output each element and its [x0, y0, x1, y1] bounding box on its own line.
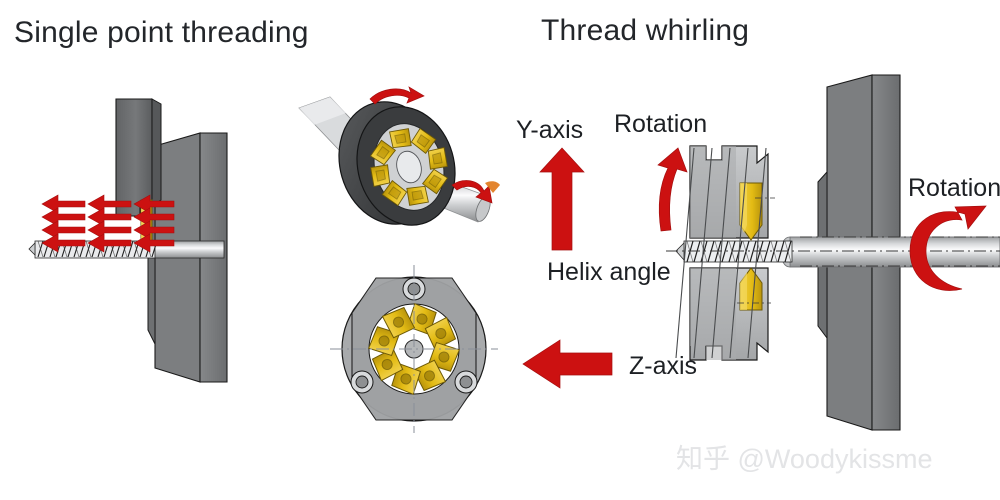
- pass-arrow-row: [133, 194, 175, 253]
- workpiece-shaft-right: [780, 236, 1000, 268]
- z-axis-arrow: [522, 339, 613, 389]
- pass-arrows-group: [41, 194, 175, 253]
- cutting-insert-section-lower: [737, 267, 771, 311]
- helix-angle-lines: [675, 147, 767, 359]
- label-helix-angle: Helix angle: [547, 258, 671, 286]
- watermark: 知乎 @Woodykissme: [676, 444, 933, 474]
- whirling-ring-isometric-view: [298, 86, 500, 226]
- page-title-right: Thread whirling: [541, 14, 750, 47]
- shaft-centerline: [666, 236, 1000, 267]
- pass-arrow-row: [87, 194, 132, 253]
- label-rotation-workpiece: Rotation: [908, 174, 1000, 202]
- label-z-axis: Z-axis: [629, 352, 698, 380]
- tool-holder: [115, 98, 162, 217]
- cutting-insert-section-upper: [739, 182, 775, 241]
- rotation-arrow-ring-top: [369, 86, 425, 105]
- label-rotation-tool: Rotation: [614, 110, 708, 138]
- left-panel-single-point-threading: [28, 98, 228, 383]
- rotation-arrow-workpiece: [909, 205, 987, 291]
- label-y-axis: Y-axis: [516, 116, 584, 144]
- whirling-ring-front-view: [330, 265, 498, 433]
- cutting-inserts-iso: [369, 127, 449, 207]
- rotation-arrow-mid: [657, 147, 688, 232]
- page-title-left: Single point threading: [14, 16, 309, 49]
- y-axis-arrow: [539, 147, 585, 251]
- cutting-inserts-front: [367, 302, 461, 396]
- threaded-rod-right: [675, 240, 793, 263]
- centerlines-front: [330, 265, 498, 433]
- rotation-arrow-shaft-iso: [451, 180, 500, 204]
- pass-arrow-row: [41, 194, 86, 253]
- right-panel-thread-whirling: [666, 74, 1000, 431]
- mounting-bolts-front: [350, 277, 478, 394]
